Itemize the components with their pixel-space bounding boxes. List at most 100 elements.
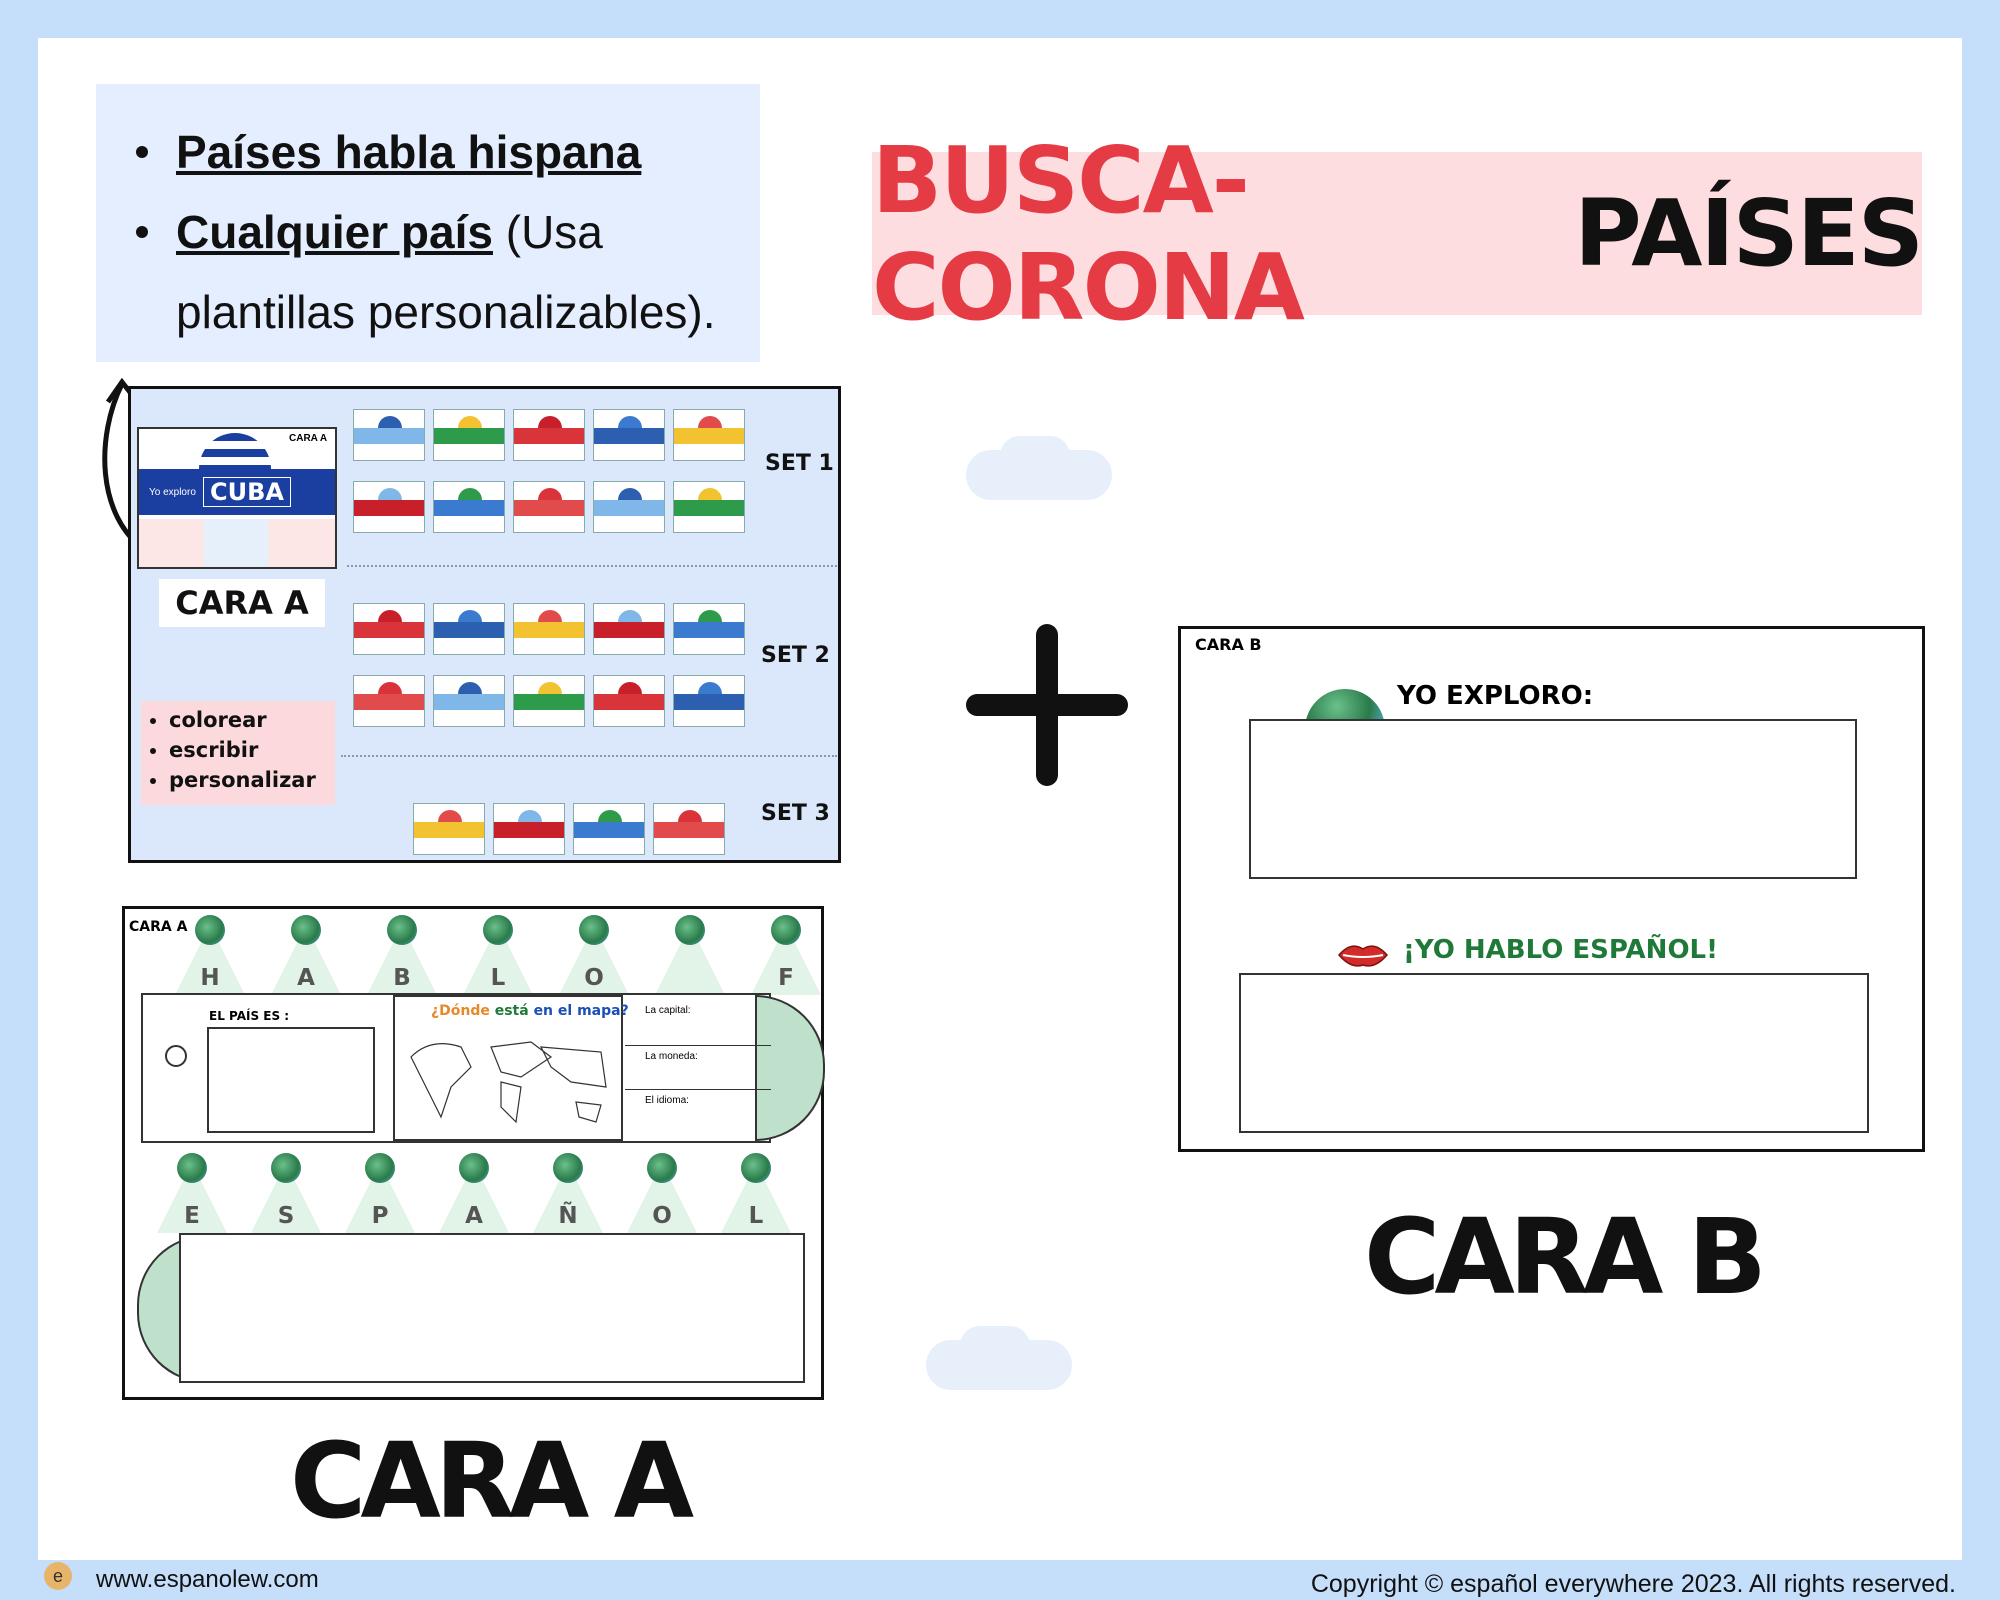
task-item: personalizar [169,765,335,795]
map-q-word: está [494,1003,529,1019]
cuba-thumbnail: CARA A Yo exploro CUBA [137,427,337,569]
mini-band [674,500,744,516]
mini-band [594,428,664,444]
sets-cara-label: CARA A [159,579,325,627]
map-question: ¿Dónde está en el mapa? [431,1003,629,1019]
mini-crown-thumbnail [493,803,565,855]
title-black-part: PAÍSES [1574,180,1924,287]
map-q-word: el mapa? [557,1003,629,1019]
mini-crown-thumbnail [353,675,425,727]
set3-label: SET 3 [761,801,830,826]
mini-flag-dome [698,682,722,696]
mini-flag-dome [458,416,482,430]
globe-icon [271,1153,301,1183]
globe-icon [365,1153,395,1183]
mini-band [514,428,584,444]
mini-band [654,822,724,838]
info-item-any-country: Cualquier país (Usa plantillas personali… [136,192,760,352]
yo-explora-heading: YO EXPLORO: [1397,681,1594,711]
mini-crown-thumbnail [673,409,745,461]
map-box: ¿Dónde está en el mapa? [393,995,629,1141]
mini-band [414,822,484,838]
cuba-thumb-cara: CARA A [289,433,328,444]
map-q-word: ¿Dónde [431,1003,490,1019]
mini-flag-dome [538,488,562,502]
globe-icon [647,1153,677,1183]
mini-flag-dome [458,682,482,696]
hablo-box [1239,973,1869,1133]
mini-flag-dome [698,488,722,502]
globe-icon [387,915,417,945]
set2-label: SET 2 [761,643,830,668]
mini-crown-thumbnail [433,603,505,655]
bottom-band [179,1233,805,1383]
mini-band [594,500,664,516]
capital-label: La capital: [645,1005,691,1016]
mini-band [514,694,584,710]
mini-flag-dome [378,488,402,502]
mini-crown-thumbnail [593,481,665,533]
mini-crown-thumbnail [513,603,585,655]
mini-crown-thumbnail [433,409,505,461]
task-item: colorear [169,705,335,735]
crown-letter: O [584,965,604,991]
mini-flag-dome [538,416,562,430]
mini-band [674,622,744,638]
cloud-decoration [960,1326,1030,1366]
mini-flag-dome [518,810,542,824]
mini-crown-thumbnail [573,803,645,855]
mini-band [594,622,664,638]
mini-crown-thumbnail [593,675,665,727]
globe-icon [459,1153,489,1183]
mini-band [354,622,424,638]
band-hole [165,1045,187,1067]
cuba-fields [139,519,335,567]
globe-icon [177,1153,207,1183]
mini-band [674,428,744,444]
mini-crown-thumbnail [353,409,425,461]
footer-site-link[interactable]: www.espanolew.com [96,1566,319,1593]
yo-hablo-heading: ¡YO HABLO ESPAÑOL! [1403,935,1718,965]
pais-box [207,1027,375,1133]
mini-crown-thumbnail [653,803,725,855]
cara-b-caption: CARA B [1364,1196,1767,1318]
globe-icon [553,1153,583,1183]
cuba-flag-dome [199,433,271,473]
mini-crown-thumbnail [413,803,485,855]
mini-flag-dome [598,810,622,824]
mini-flag-dome [678,810,702,824]
mini-band [434,500,504,516]
mini-crown-thumbnail [513,675,585,727]
mini-crown-thumbnail [593,603,665,655]
info-item-any-country-rest: (Usa plantillas personalizables). [176,206,716,338]
set-divider [347,565,837,567]
plus-icon [1036,624,1058,786]
page-title: BUSCA-CORONA PAÍSES [872,127,1924,341]
cara-a-caption: CARA A [290,1420,694,1542]
cloud-decoration [1000,436,1070,476]
mini-flag-dome [458,488,482,502]
mini-flag-dome [538,682,562,696]
mini-crown-thumbnail [513,481,585,533]
globe-icon [771,915,801,945]
globe-icon [579,915,609,945]
explore-box [1249,719,1857,879]
lips-icon [1338,945,1388,967]
mini-flag-dome [698,416,722,430]
info-box: Países habla hispana Cualquier país (Usa… [96,84,760,362]
mini-crown-thumbnail [433,675,505,727]
mini-flag-dome [378,416,402,430]
mini-band [354,428,424,444]
info-link-hispanic[interactable]: Países habla hispana [176,126,642,178]
mini-band [514,500,584,516]
sets-preview-panel: CARA A Yo exploro CUBA CARA A colorear e… [128,386,841,863]
mini-flag-dome [458,610,482,624]
cara-a-corner-label: CARA A [129,919,188,935]
crown-letter: Ñ [558,1203,578,1229]
info-link-any-country[interactable]: Cualquier país [176,206,493,258]
task-item: escribir [169,735,335,765]
field-line [625,1089,771,1090]
crown-letter: A [297,965,315,991]
pais-label: EL PAÍS ES : [209,1009,290,1023]
